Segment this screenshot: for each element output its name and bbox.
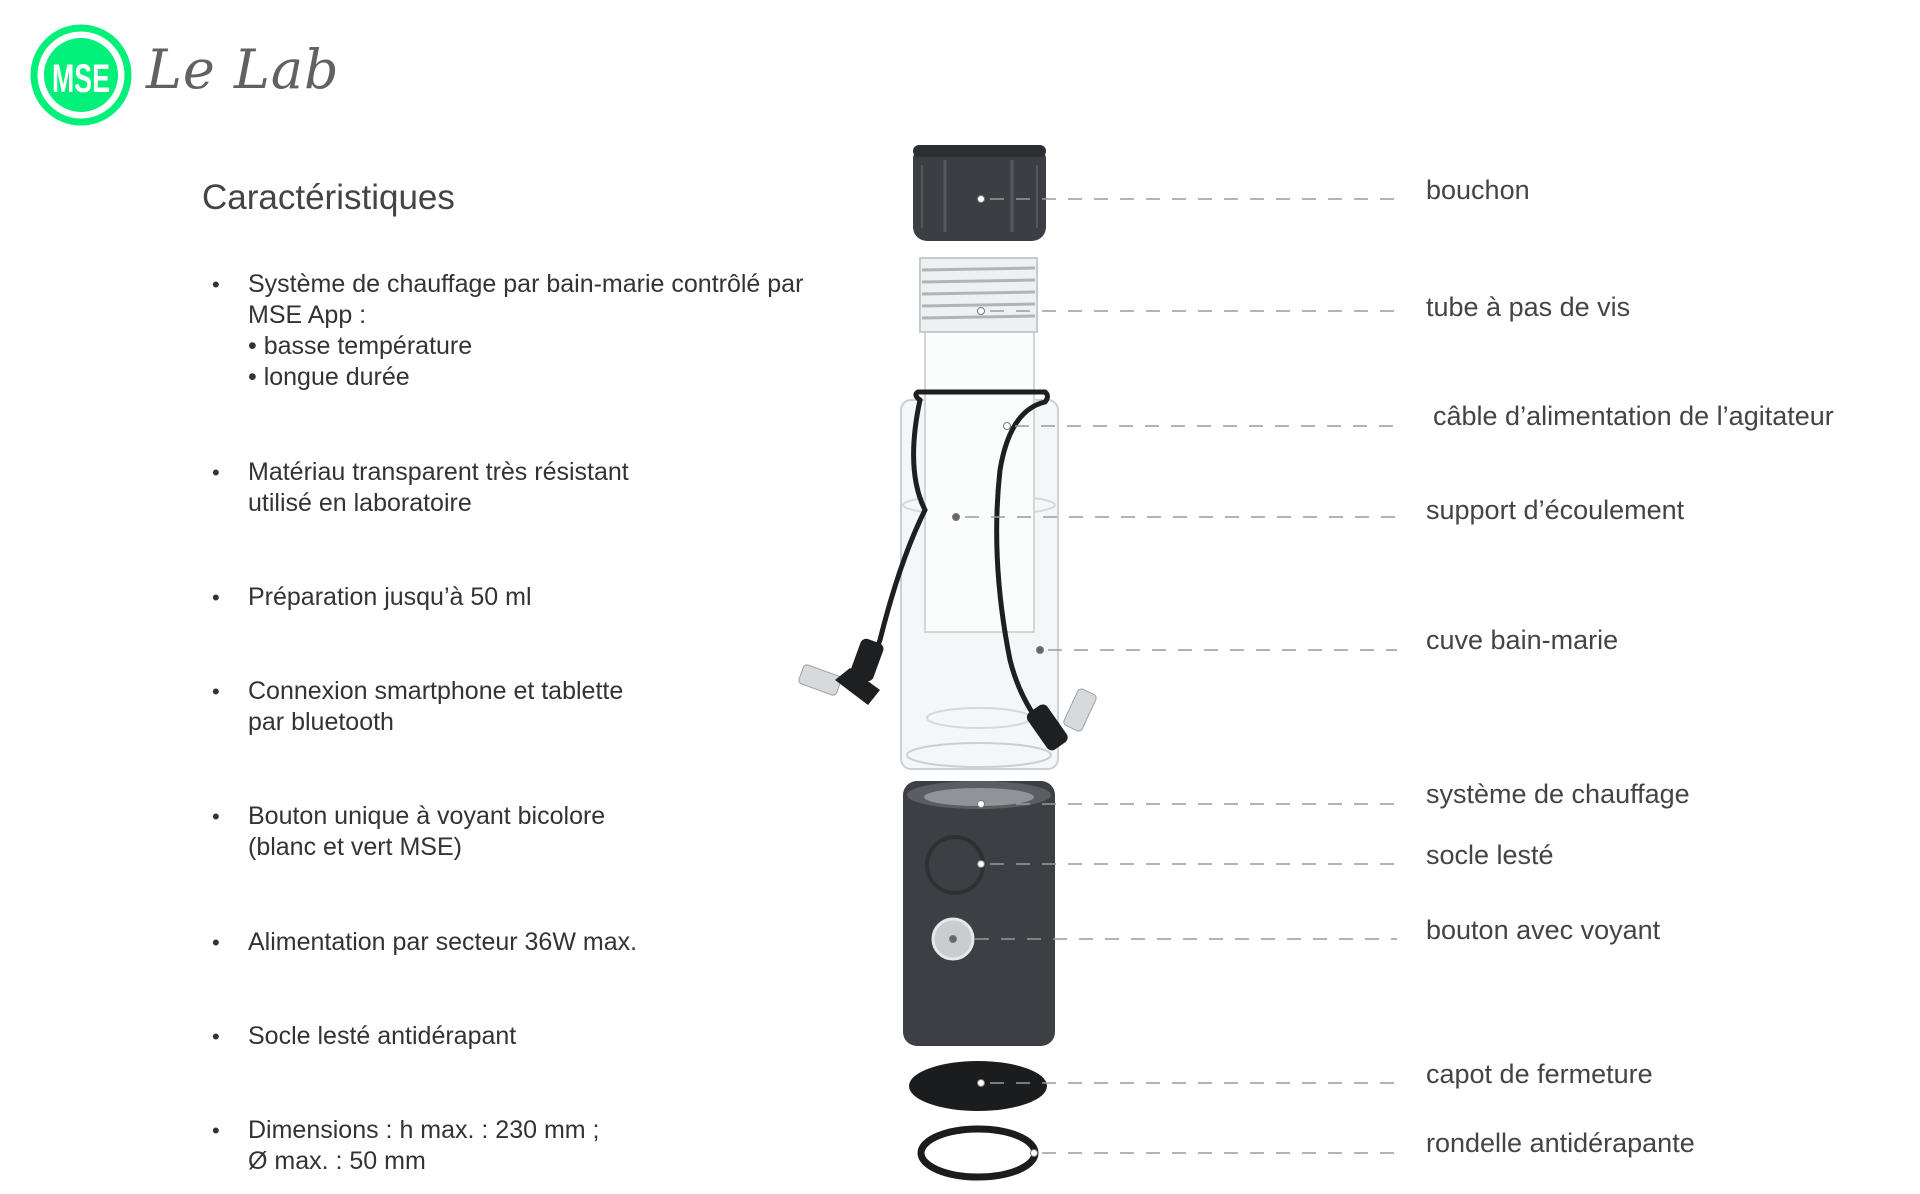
bullet-icon: • bbox=[212, 585, 220, 610]
feature-text: Matériau transparent très résistant bbox=[248, 458, 629, 486]
leader-dots bbox=[949, 195, 1044, 1157]
product-exploded-view bbox=[798, 145, 1097, 1181]
part-label-button: bouton avec voyant bbox=[1426, 915, 1661, 945]
part-label-anti-slip-washer: rondelle antidérapante bbox=[1426, 1128, 1695, 1158]
brand-name: Le Lab bbox=[146, 38, 340, 101]
feature-text: Socle lesté antidérapant bbox=[248, 1022, 517, 1050]
closing-cover bbox=[909, 1061, 1047, 1111]
feature-text: Bouton unique à voyant bicolore bbox=[248, 802, 606, 830]
page-title: Caractéristiques bbox=[202, 178, 455, 217]
bullet-icon: • bbox=[212, 1024, 220, 1049]
bullet-icon: • bbox=[212, 1118, 220, 1143]
feature-text: MSE App : bbox=[248, 301, 367, 329]
cap bbox=[913, 145, 1046, 241]
bullet-icon: • bbox=[212, 804, 220, 829]
bullet-icon: • bbox=[212, 930, 220, 955]
feature-text: Connexion smartphone et tablette bbox=[248, 677, 624, 705]
plug-right bbox=[1026, 688, 1097, 751]
mse-logo: MSE bbox=[30, 24, 132, 126]
plug-left bbox=[798, 638, 884, 705]
part-label-water-bath: cuve bain-marie bbox=[1426, 625, 1619, 655]
threaded-tube bbox=[919, 257, 1038, 333]
leader-lines bbox=[965, 198, 1397, 1154]
feature-text: Alimentation par secteur 36W max. bbox=[248, 928, 638, 956]
feature-text: utilisé en laboratoire bbox=[248, 489, 472, 517]
part-label-closing-cover: capot de fermeture bbox=[1426, 1059, 1653, 1089]
stirrer-power-cable bbox=[867, 389, 1050, 733]
weighted-base bbox=[903, 781, 1055, 1046]
svg-text:MSE: MSE bbox=[52, 57, 110, 101]
bullet-icon: • bbox=[212, 679, 220, 704]
part-label-heating-system: système de chauffage bbox=[1426, 779, 1690, 809]
feature-text: (blanc et vert MSE) bbox=[248, 833, 462, 861]
feature-text: • longue durée bbox=[248, 363, 410, 391]
bullet-icon: • bbox=[212, 460, 220, 485]
feature-text: Préparation jusqu’à 50 ml bbox=[248, 583, 532, 611]
feature-text: Système de chauffage par bain-marie cont… bbox=[248, 270, 804, 298]
part-label-power-cable: câble d’alimentation de l’agitateur bbox=[1433, 401, 1834, 431]
feature-text: • basse température bbox=[248, 332, 473, 360]
feature-text: Ø max. : 50 mm bbox=[248, 1147, 426, 1175]
part-label-cap: bouchon bbox=[1426, 175, 1530, 205]
part-label-drain-support: support d’écoulement bbox=[1426, 495, 1685, 525]
feature-text: par bluetooth bbox=[248, 708, 394, 736]
part-label-weighted-base: socle lesté bbox=[1426, 840, 1554, 870]
feature-text: Dimensions : h max. : 230 mm ; bbox=[248, 1116, 600, 1144]
part-label-threaded-tube: tube à pas de vis bbox=[1426, 292, 1631, 322]
bullet-icon: • bbox=[212, 272, 220, 297]
anti-slip-washer bbox=[917, 1125, 1039, 1181]
